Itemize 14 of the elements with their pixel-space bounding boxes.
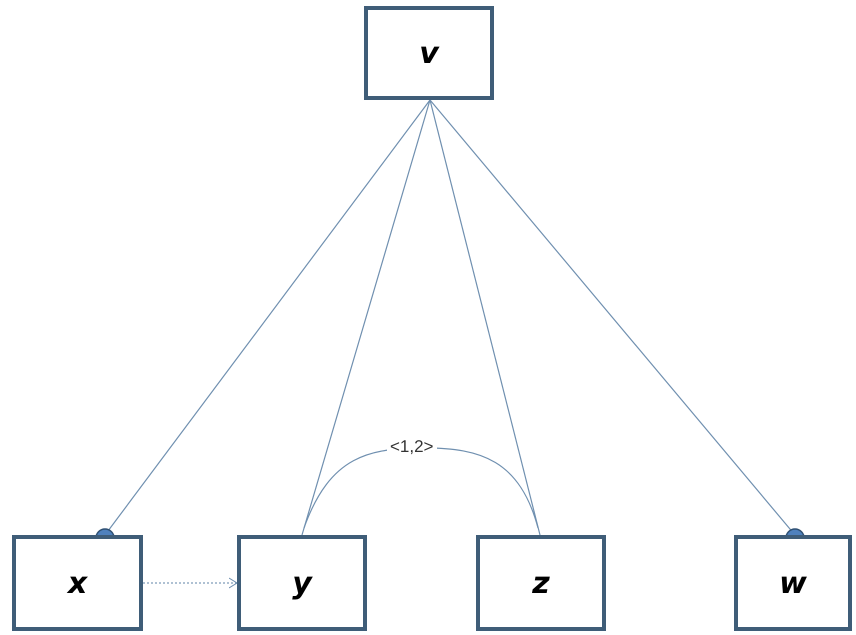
feature-box xyxy=(476,535,606,631)
cardinality-label: <1,2> xyxy=(387,437,436,457)
feature-box xyxy=(734,535,852,631)
connector-line xyxy=(429,100,541,536)
connector-line xyxy=(301,100,431,536)
feature-name: w xyxy=(779,566,807,600)
feature-box xyxy=(364,6,494,100)
feature-name: v xyxy=(419,36,439,70)
dotted-arrow xyxy=(143,578,238,588)
feature-box xyxy=(237,535,367,631)
feature-name: x xyxy=(68,566,88,600)
feature-box xyxy=(12,535,143,631)
feature-name: y xyxy=(292,566,312,600)
feature-name: z xyxy=(532,566,550,600)
